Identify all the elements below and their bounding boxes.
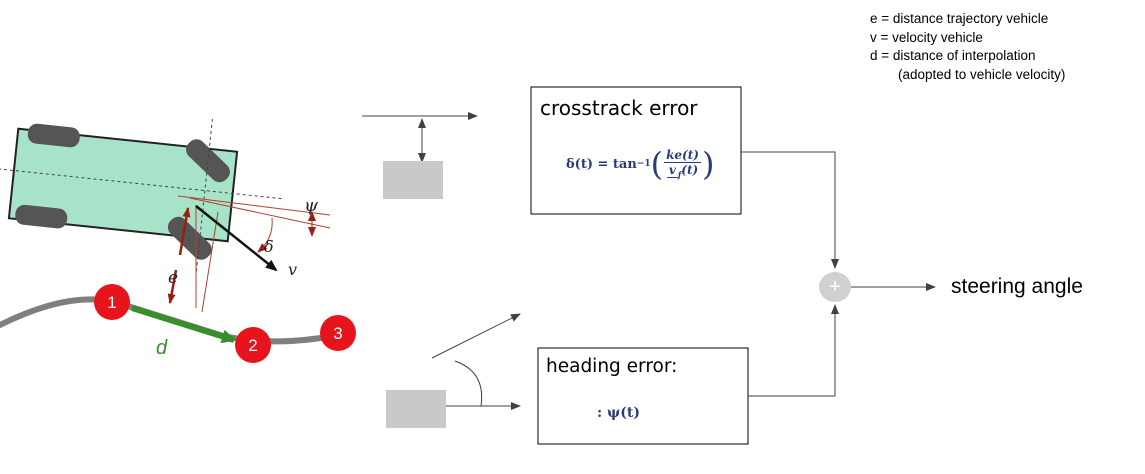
waypoint-1: 1 (94, 284, 130, 320)
legend-e: e = distance trajectory vehicle (870, 11, 1049, 26)
heading-error-box (537, 347, 749, 445)
heading-to-sum-line (748, 304, 839, 397)
waypoint-2: 2 (235, 327, 271, 363)
heading-formula: : ψ(t) (597, 405, 640, 421)
sum-node: + (819, 272, 851, 302)
error-vector-down (167, 269, 178, 304)
heading-angle-arc (454, 360, 483, 407)
wheel-rear-bottom (15, 204, 68, 229)
heading-error-title: heading error: (546, 356, 678, 377)
heading-reference-line (189, 197, 331, 229)
crosstrack-error-title: crosstrack error (540, 96, 698, 120)
formula-exponent: −1 (636, 159, 651, 169)
crosstrack-to-sum-line (741, 151, 839, 269)
waypoint-3: 3 (320, 315, 356, 351)
crosstrack-error-box (530, 86, 742, 215)
interpolation-label: d (156, 337, 168, 359)
path-tangent-line (177, 195, 331, 216)
vehicle (0, 118, 283, 274)
formula-close-paren: ) (701, 145, 715, 183)
heading-input-block (386, 390, 446, 428)
wheel-front-top (186, 139, 230, 183)
heading-direction-line (431, 313, 521, 359)
vehicle-centerline (0, 165, 283, 200)
svg-text:1: 1 (107, 293, 116, 312)
delta-label: δ (264, 237, 274, 256)
svg-text:3: 3 (333, 324, 342, 343)
delta-arc (257, 217, 273, 253)
error-vector-up (178, 207, 191, 256)
front-axle-line (195, 118, 213, 274)
velocity-label: v (288, 260, 297, 279)
psi-label: ψ (304, 195, 319, 216)
error-label: e (168, 268, 178, 288)
formula-lhs: δ(t) = tan (566, 156, 637, 172)
crosstrack-input-block (383, 161, 443, 199)
legend: e = distance trajectory vehicle v = velo… (870, 10, 1065, 84)
wheel-front-bottom (167, 216, 212, 260)
interpolation-arrow (131, 305, 236, 344)
legend-v: v = velocity vehicle (870, 29, 983, 45)
velocity-vector (195, 205, 278, 272)
formula-numerator: ke(t) (664, 148, 701, 164)
svg-text:2: 2 (248, 336, 257, 355)
wheel-rear-top (27, 123, 80, 148)
legend-d-note: (adopted to vehicle velocity) (898, 66, 1066, 82)
legend-d: d = distance of interpolation (870, 48, 1036, 63)
error-perpendicular-b (201, 211, 219, 313)
steering-angle-label: steering angle (951, 275, 1083, 298)
formula-open-paren: ( (650, 145, 664, 183)
